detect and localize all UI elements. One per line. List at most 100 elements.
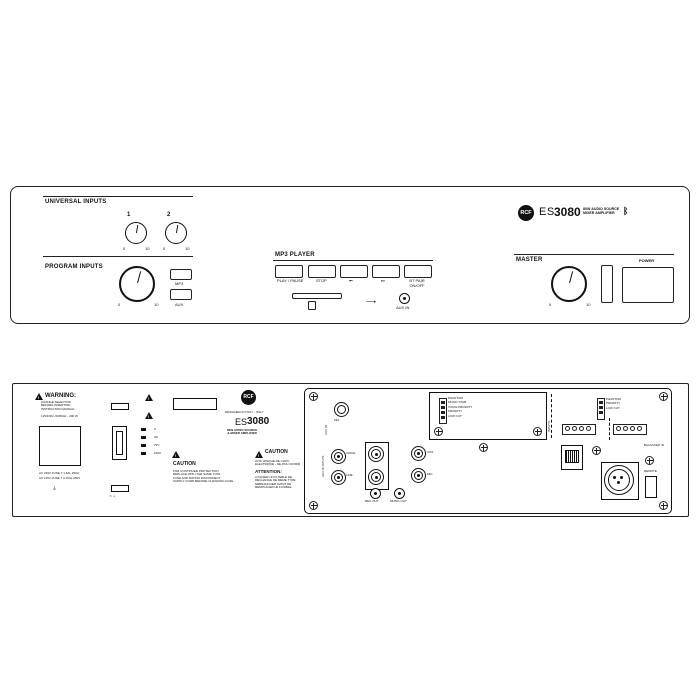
dip-switch-labels-2: PHANTOM PRIORITY LOW CUT (606, 397, 621, 410)
rear-panel: WARNING: CHANGE SELECTOR BEFORE INSERTIN… (12, 383, 689, 517)
fuse-holder-bottom[interactable] (111, 485, 129, 492)
remote-label: REMOTE (644, 469, 657, 473)
program-inputs-line (43, 256, 193, 257)
plate-screw-tl (309, 392, 318, 401)
rj45-screw (592, 446, 601, 455)
plate-screw-bl (309, 501, 318, 510)
caution-triangle-icon (172, 451, 180, 458)
ch1-scale-min: 0 (123, 246, 126, 251)
terminal-divider (609, 418, 611, 440)
voltage-selector-switch[interactable] (112, 426, 127, 460)
rec-out-label: REC OUT (365, 499, 379, 503)
switch-label: VOICE PRIORITY (448, 404, 473, 409)
sd-card-slot[interactable] (292, 293, 342, 299)
vox-jack[interactable] (411, 446, 426, 461)
switch-label: LOW CUT (448, 413, 462, 418)
caution-fr-triangle-icon (255, 451, 263, 458)
power-button[interactable] (622, 267, 674, 303)
inputs-label: INPUTS (547, 420, 551, 432)
play-pause-button[interactable] (275, 265, 303, 278)
ch2-scale-max: 10 (185, 246, 190, 251)
aux-source-button[interactable] (170, 289, 192, 300)
rj45-port[interactable] (561, 445, 583, 470)
made-in-label: DESIGNED IN ITALY - ITALY (225, 410, 264, 414)
balanced-screw (645, 456, 654, 465)
switch-label: PRIORITY (448, 409, 463, 414)
program-scale-max: 10 (154, 302, 159, 307)
play-pause-label: PLAY / PAUSE (277, 278, 304, 283)
mic-jack[interactable] (411, 468, 426, 483)
front-panel: UNIVERSAL INPUTS 1 2 0 10 0 10 PROGRAM I… (10, 186, 690, 324)
previous-button[interactable] (340, 265, 368, 278)
attention-title: ATTENTION: (255, 469, 282, 474)
speaker-warning-icon (145, 394, 153, 401)
plate-screw-br (659, 501, 668, 510)
model-prefix: ES (539, 206, 555, 218)
master-scale-max: 10 (586, 302, 591, 307)
program-input-knob[interactable] (119, 266, 155, 302)
ground-icon: ⏚ (52, 486, 58, 492)
tap-4ohm: 4Ω (141, 435, 161, 439)
next-icon: ⏭ (381, 278, 385, 283)
ch2-scale-min: 0 (163, 246, 166, 251)
aux-in-label: AUX IN (396, 305, 410, 310)
tap-100v: 100V (141, 451, 161, 455)
rec-out-jack[interactable] (368, 446, 384, 462)
rear-model-description: 80W AUDIO SOURCE & MIXER AMPLIFIER (227, 428, 258, 436)
inputs-divider (551, 394, 553, 438)
speaker-tap-list: 0 4Ω 70V 100V (141, 427, 161, 455)
line-label: LINE (346, 473, 353, 477)
music-out-label: MUSIC OUT (390, 499, 407, 503)
universal-inputs-line (43, 196, 193, 197)
plate-screw-tr (659, 392, 668, 401)
aux-in-jack[interactable] (399, 293, 410, 304)
mp3-source-label: MP3 (175, 281, 184, 286)
master-line (514, 254, 674, 255)
mid-screw (479, 443, 488, 452)
dip-switch-block-2[interactable] (597, 398, 605, 420)
switch-label: PRIORITY (606, 401, 621, 406)
module-screw-right (533, 427, 542, 436)
caution-text: FOR CONTINUED PROTECTION REPLACE WITH TH… (173, 469, 234, 484)
mp3-source-button[interactable] (170, 269, 192, 280)
master-label: MASTER (516, 257, 543, 263)
bluetooth-icon: ᛒ (623, 206, 629, 216)
next-button[interactable] (372, 265, 400, 278)
mains-socket[interactable] (39, 426, 81, 466)
mix-jack[interactable] (334, 402, 349, 417)
caution-title-fr: CAUTION (265, 449, 288, 455)
model-description: 80W AUDIO SOURCE MIXER AMPLIFIER (583, 207, 620, 216)
previous-icon: ⏮ (349, 278, 353, 283)
rear-rcf-logo: RCF (241, 390, 256, 405)
caution-title: CAUTION (173, 461, 196, 467)
terminal-block-left[interactable] (562, 424, 596, 435)
sd-card-icon (308, 301, 316, 310)
remote-terminal[interactable] (645, 476, 657, 498)
dip-switch-block-1[interactable] (439, 398, 447, 424)
rca-out-right[interactable] (331, 470, 346, 485)
warning-title: WARNING: (45, 393, 76, 399)
channel-2-label: 2 (167, 212, 171, 218)
vox-label: VOX (427, 450, 434, 454)
music-out-jack[interactable] (368, 469, 384, 485)
fuse-label-115: AC 115V FUSE T 3.15AL 250V (39, 476, 81, 480)
model-number: 3080 (554, 205, 581, 219)
voice-label: VOICE (346, 451, 356, 455)
stop-button[interactable] (308, 265, 336, 278)
universal-input-2-knob[interactable] (165, 222, 187, 244)
universal-input-1-knob[interactable] (125, 222, 147, 244)
vox-jack-1[interactable] (370, 488, 381, 499)
fuse-holder-top[interactable] (111, 403, 129, 410)
switch-label: LOW CUT (606, 405, 620, 410)
stop-label: STOP (316, 278, 327, 283)
master-volume-knob[interactable] (551, 266, 587, 302)
vox-jack-2[interactable] (394, 488, 405, 499)
connector-plate (304, 388, 672, 514)
xlr-input[interactable] (604, 465, 634, 495)
rca-out-left[interactable] (331, 449, 346, 464)
fuse-holder-tag: ▭ ⏚ (109, 494, 116, 498)
aux-in-rear-label: AUX IN (324, 424, 328, 435)
program-scale-min: 0 (118, 302, 121, 307)
bt-pair-button[interactable] (404, 265, 432, 278)
terminal-block-right[interactable] (613, 424, 647, 435)
